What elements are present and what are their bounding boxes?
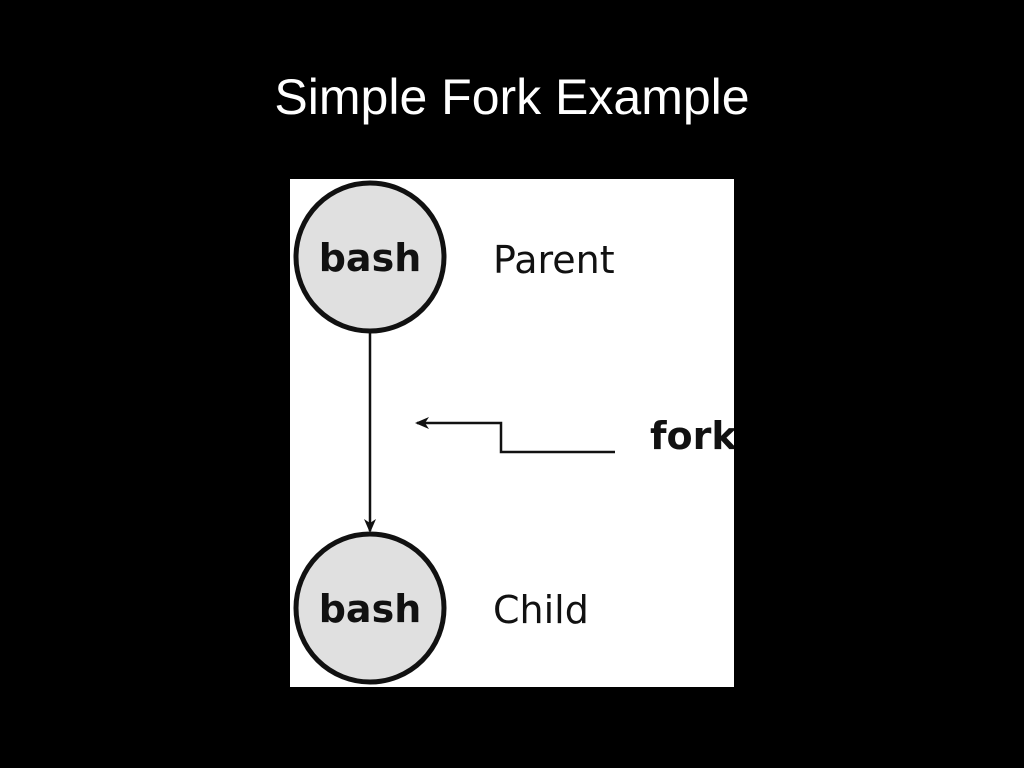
parent-role-label: Parent xyxy=(493,238,615,282)
fork-pointer-arrow xyxy=(415,417,615,454)
child-node-process-label: bash xyxy=(319,587,422,631)
child-role-label: Child xyxy=(493,588,589,632)
parent-process-node: bash xyxy=(293,180,447,334)
fork-diagram-svg: bash Parent fork bash Child xyxy=(293,180,734,685)
parent-node-process-label: bash xyxy=(319,236,422,280)
child-node-circle xyxy=(293,531,447,685)
slide-title: Simple Fork Example xyxy=(274,69,750,125)
child-process-node: bash xyxy=(293,531,447,685)
parent-node-circle xyxy=(293,180,447,334)
fork-edge-label: fork xyxy=(650,414,734,458)
fork-diagram: bash Parent fork bash Child xyxy=(290,179,734,687)
